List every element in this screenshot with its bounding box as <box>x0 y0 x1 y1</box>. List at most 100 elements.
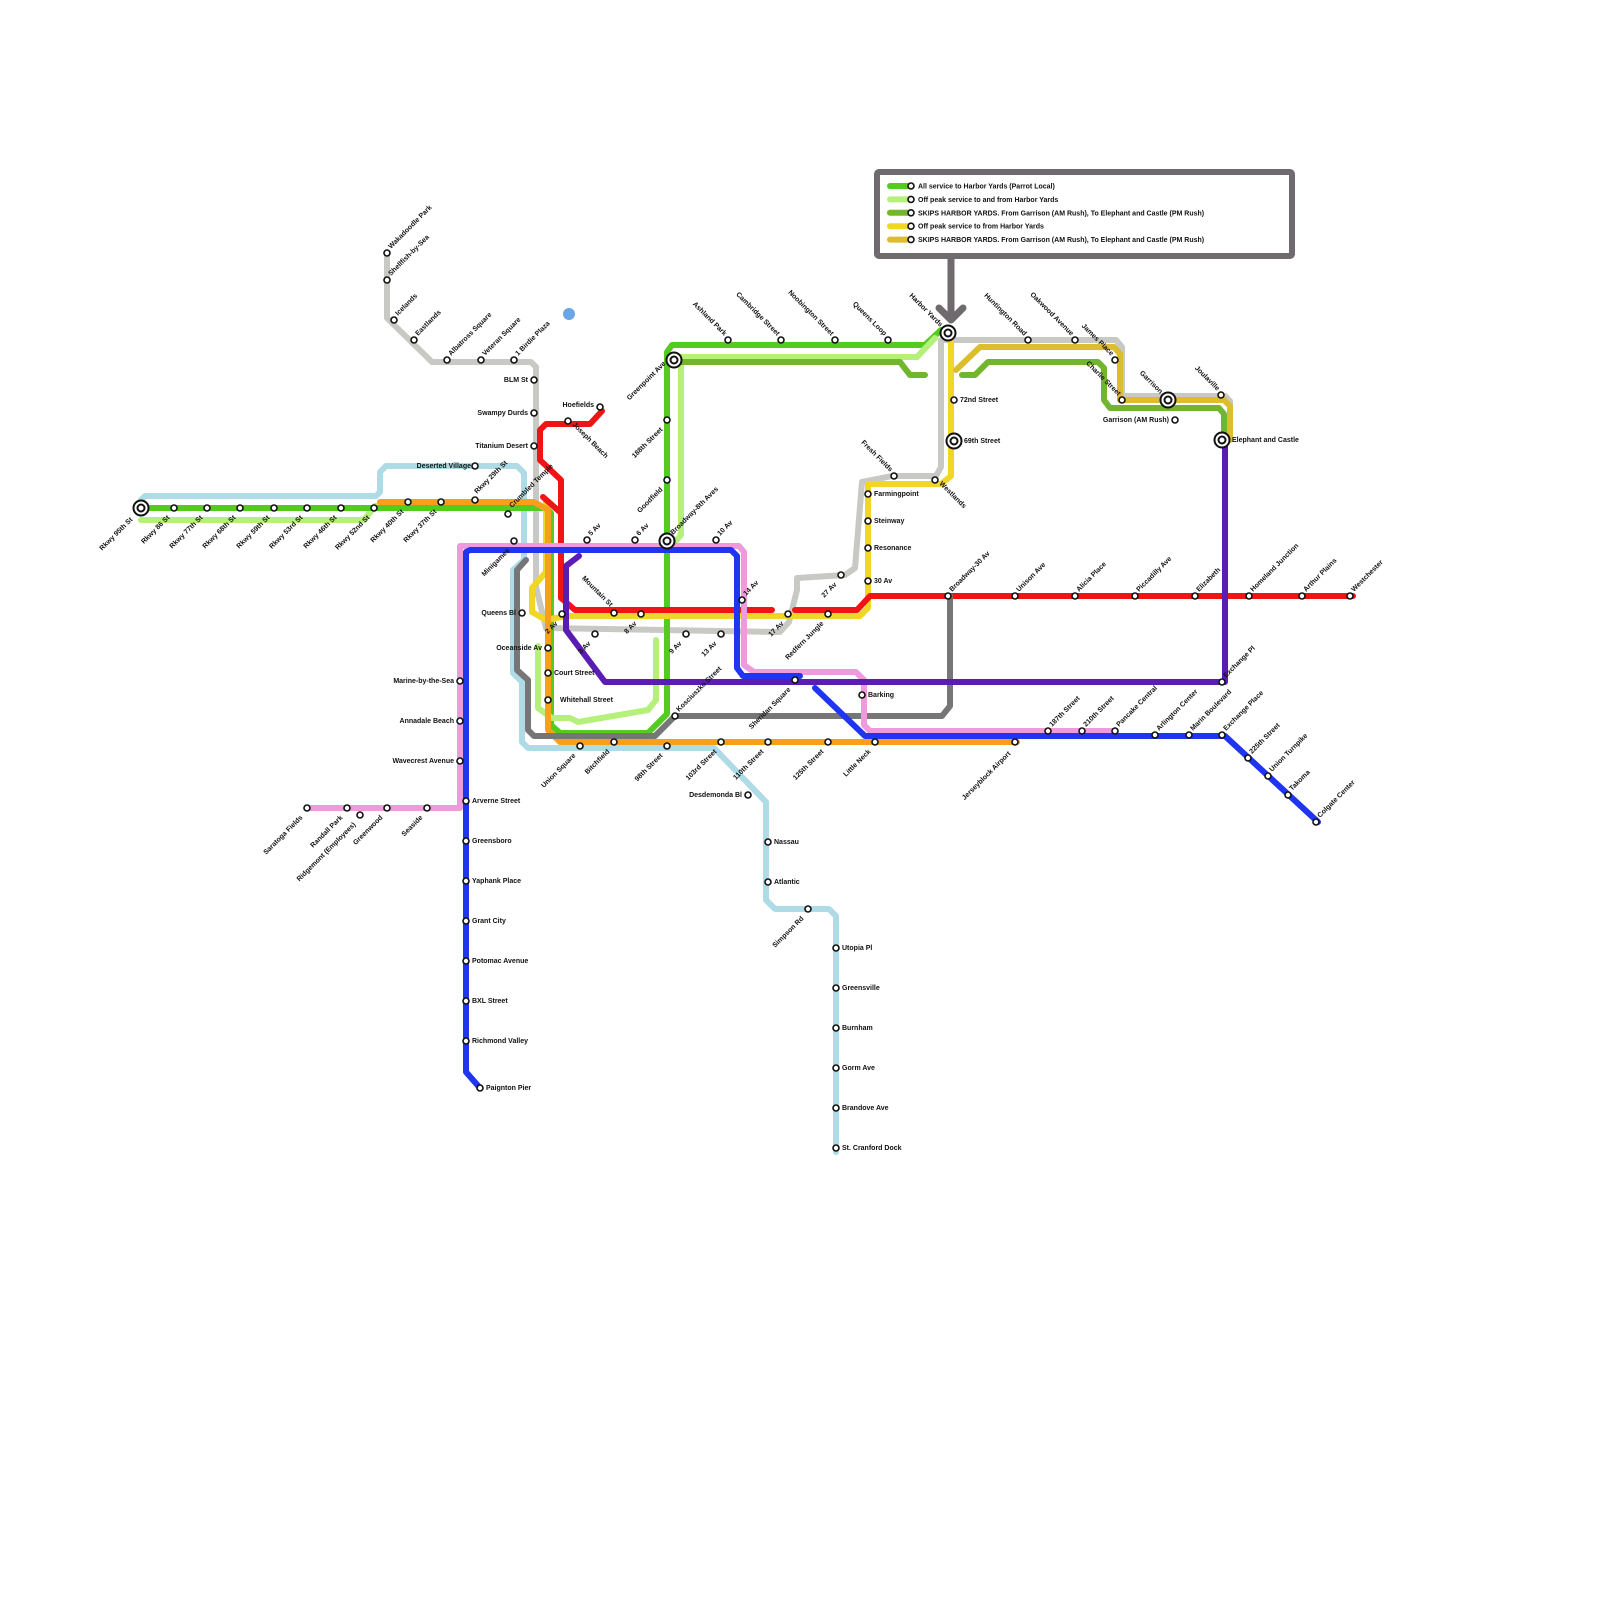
station-label[interactable]: Goodfield <box>636 486 664 514</box>
station-label[interactable]: Bitchfield <box>584 748 611 775</box>
station-label[interactable]: Simpson Rd <box>772 915 806 949</box>
station-label[interactable]: Burnham <box>842 1025 873 1032</box>
station-label[interactable]: Redfern Jungle <box>784 620 825 661</box>
station-label[interactable]: 125th Street <box>792 748 826 782</box>
station-marker[interactable] <box>859 692 865 698</box>
station-label[interactable]: Wavecrest Avenue <box>393 758 455 765</box>
station-label[interactable]: 103rd Street <box>685 748 719 782</box>
station-marker[interactable] <box>1132 593 1138 599</box>
station-label[interactable]: Westchester <box>1350 559 1384 593</box>
station-marker[interactable] <box>438 499 444 505</box>
station-marker[interactable] <box>865 578 871 584</box>
station-marker[interactable] <box>1285 792 1291 798</box>
station-label[interactable]: Joulaville <box>1193 365 1221 393</box>
station-label[interactable]: BXL Street <box>472 998 508 1005</box>
station-label[interactable]: 10 Av <box>716 520 734 538</box>
station-label[interactable]: 210th Street <box>1082 695 1116 729</box>
station-label[interactable]: Titanium Desert <box>475 443 528 450</box>
station-marker[interactable] <box>932 477 938 483</box>
station-label[interactable]: 98th Street <box>634 752 665 783</box>
station-marker[interactable] <box>765 739 771 745</box>
station-marker[interactable] <box>1045 728 1051 734</box>
station-label[interactable]: 225th Street <box>1248 722 1282 756</box>
station-marker[interactable] <box>371 505 377 511</box>
station-label[interactable]: Jerseyblock Airport <box>961 750 1013 802</box>
station-marker[interactable] <box>577 743 583 749</box>
station-marker[interactable] <box>463 958 469 964</box>
station-marker[interactable] <box>833 1105 839 1111</box>
station-label[interactable]: Fresh Fields <box>859 439 893 473</box>
station-label[interactable]: Richmond Valley <box>472 1038 528 1045</box>
station-marker[interactable] <box>344 805 350 811</box>
station-marker[interactable] <box>611 739 617 745</box>
station-marker[interactable] <box>833 1145 839 1151</box>
station-marker[interactable] <box>531 377 537 383</box>
station-label[interactable]: 30 Av <box>874 578 892 585</box>
station-marker[interactable] <box>945 593 951 599</box>
station-label[interactable]: 1 Birdie Plaza <box>514 320 551 357</box>
station-label[interactable]: 5 Av <box>587 522 602 537</box>
station-label[interactable]: 110th Street <box>732 748 765 781</box>
station-label[interactable]: Oakwood Avenue <box>1028 291 1074 337</box>
station-marker[interactable] <box>384 250 390 256</box>
station-label[interactable]: Queens Bl <box>481 610 516 617</box>
station-label[interactable]: Takoma <box>1288 769 1311 792</box>
station-marker[interactable] <box>1172 417 1178 423</box>
station-marker[interactable] <box>718 631 724 637</box>
station-marker[interactable] <box>664 743 670 749</box>
station-marker[interactable] <box>1079 728 1085 734</box>
station-marker[interactable] <box>833 1025 839 1031</box>
station-label[interactable]: Joseph Beach <box>571 421 610 460</box>
station-marker[interactable] <box>718 739 724 745</box>
station-marker[interactable] <box>838 572 844 578</box>
station-label[interactable]: Homeland Junction <box>1249 543 1300 594</box>
station-marker[interactable] <box>951 397 957 403</box>
station-marker[interactable] <box>1012 739 1018 745</box>
station-label[interactable]: Seaside <box>401 814 425 838</box>
station-marker[interactable] <box>384 805 390 811</box>
station-label[interactable]: Kosciuszko Street <box>675 665 723 713</box>
station-marker[interactable] <box>638 611 644 617</box>
station-marker[interactable] <box>1245 755 1251 761</box>
station-marker[interactable] <box>424 805 430 811</box>
station-label[interactable]: Icelands <box>394 293 419 318</box>
station-marker[interactable] <box>384 277 390 283</box>
station-label[interactable]: Ashland Park <box>691 301 728 338</box>
station-label[interactable]: Westlands <box>938 480 968 510</box>
station-marker[interactable] <box>1218 392 1224 398</box>
station-label[interactable]: Arthur Plains <box>1302 557 1338 593</box>
station-marker[interactable] <box>805 906 811 912</box>
station-label[interactable]: Steinway <box>874 518 904 525</box>
station-marker[interactable] <box>472 463 478 469</box>
station-label[interactable]: Unison Ave <box>1015 562 1047 594</box>
station-marker[interactable] <box>713 537 719 543</box>
station-marker[interactable] <box>1265 773 1271 779</box>
station-marker[interactable] <box>891 473 897 479</box>
station-marker[interactable] <box>664 477 670 483</box>
station-marker[interactable] <box>271 505 277 511</box>
station-marker[interactable] <box>457 678 463 684</box>
station-marker[interactable] <box>531 443 537 449</box>
station-label[interactable]: Garrison <box>1138 370 1164 396</box>
station-marker[interactable] <box>865 545 871 551</box>
station-label[interactable]: Brandove Ave <box>842 1105 889 1112</box>
station-marker[interactable] <box>1219 679 1225 685</box>
station-marker[interactable] <box>872 739 878 745</box>
station-label[interactable]: Elizabeth <box>1195 567 1222 594</box>
station-marker[interactable] <box>1219 732 1225 738</box>
station-marker[interactable] <box>457 718 463 724</box>
station-label[interactable]: Nassau <box>774 839 799 846</box>
station-marker[interactable] <box>559 611 565 617</box>
station-marker[interactable] <box>683 631 689 637</box>
station-label[interactable]: Deserted Village <box>417 463 471 470</box>
station-marker[interactable] <box>444 357 450 363</box>
station-label[interactable]: Desdemonda Bl <box>689 792 742 799</box>
station-label[interactable]: Arverne Street <box>472 798 521 805</box>
station-label[interactable]: Saratoga Fields <box>263 814 305 856</box>
station-label[interactable]: Utopia Pl <box>842 945 872 952</box>
station-label[interactable]: Broadway-30 Av <box>948 550 991 593</box>
station-marker[interactable] <box>765 879 771 885</box>
station-marker[interactable] <box>565 418 571 424</box>
station-label[interactable]: Farmingpoint <box>874 491 919 498</box>
station-marker[interactable] <box>531 410 537 416</box>
